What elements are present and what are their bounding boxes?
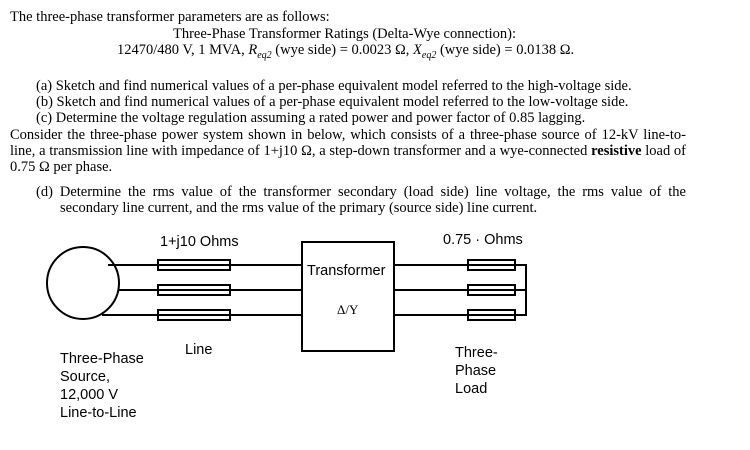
ratings-prefix: 12470/480 V, 1 MVA, [117, 42, 249, 58]
load-label-line-1: Three- [455, 345, 498, 361]
source-label-line-4: Line-to-Line [60, 405, 137, 421]
line-impedance-a [157, 259, 231, 271]
req-symbol: R [248, 42, 258, 58]
system-text-start: Consider the three-phase power system sh… [10, 127, 686, 159]
xeq-symbol: X [413, 42, 422, 58]
system-text-bold: resistive [591, 143, 642, 159]
line-label: Line [185, 342, 213, 358]
xeq-value: (wye side) = 0.0138 Ω. [436, 42, 575, 58]
source-circle [46, 246, 120, 320]
load-resistor-c [467, 309, 516, 321]
part-c: (c) Determine the voltage regulation ass… [36, 110, 586, 126]
source-label-line-2: Source, [60, 369, 110, 385]
load-label-line-3: Load [455, 381, 488, 397]
load-resistor-a [467, 259, 516, 271]
req-value: (wye side) = 0.0023 Ω, [271, 42, 414, 58]
req-subscript: eq2 [257, 49, 272, 61]
ratings-line: 12470/480 V, 1 MVA, Req2 (wye side) = 0.… [117, 42, 574, 64]
line-impedance-label: 1+j10 Ohms [160, 234, 239, 250]
system-text-end: load of 0.75 Ω per phase. [10, 143, 687, 175]
line-impedance-b [157, 284, 231, 296]
part-a: (a) Sketch and find numerical values of … [36, 78, 632, 94]
intro-text: The three-phase transformer parameters a… [10, 9, 330, 25]
source-label: Three-Phase Source, 12,000 V Line-to-Lin… [60, 350, 144, 422]
xeq-subscript: eq2 [421, 49, 437, 61]
load-label: Three- Phase Load [455, 344, 498, 398]
system-description: Consider the three-phase power system sh… [10, 127, 686, 175]
source-label-line-3: 12,000 V [60, 387, 119, 403]
transformer-label: Transformer [307, 263, 386, 279]
load-resistor-b [467, 284, 516, 296]
load-label-line-2: Phase [455, 363, 497, 379]
part-d: (d) Determine the rms value of the trans… [36, 184, 686, 216]
transformer-box [301, 241, 395, 352]
part-b: (b) Sketch and find numerical values of … [36, 94, 629, 110]
connection-label: Δ/Y [337, 302, 359, 317]
source-label-line-1: Three-Phase [60, 351, 144, 367]
line-impedance-c [157, 309, 231, 321]
ratings-title: Three-Phase Transformer Ratings (Delta-W… [173, 26, 516, 42]
load-impedance-label: 0.75 · Ohms [443, 232, 523, 248]
